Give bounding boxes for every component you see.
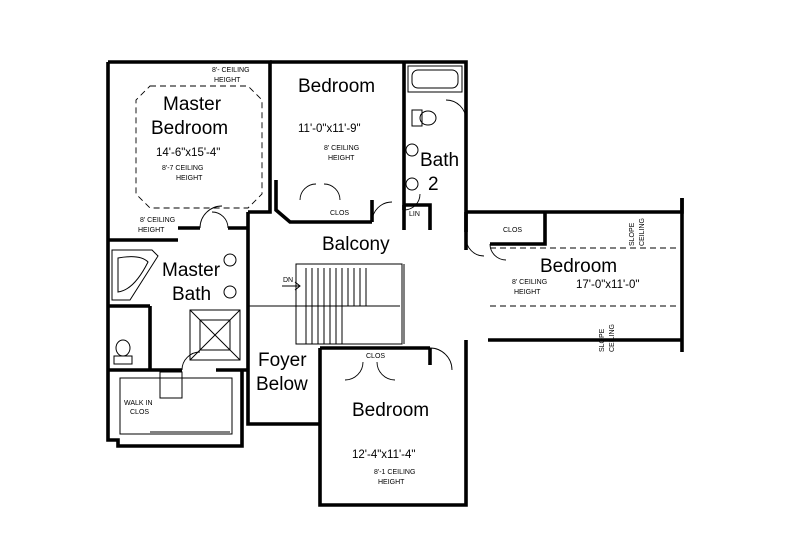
master-ceiling-bottom-2: HEIGHT (138, 227, 165, 234)
bedroom-top-dimensions: 11'-0"x11'-9" (298, 123, 361, 135)
bedroom-bottom-ceiling-1: 8'-1 CEILING (374, 469, 415, 476)
foyer-title-1: Foyer (258, 350, 307, 371)
corner-tub-icon (111, 249, 159, 301)
bedroom-right-dimensions: 17'-0"x11'-0" (576, 279, 640, 291)
bedroom-top-ceiling-1: 8' CEILING (324, 145, 359, 152)
master-bedroom-title-2: Bedroom (151, 118, 228, 139)
walk-in-closet-2: CLOS (130, 409, 149, 416)
bedroom-right-ceiling-2: HEIGHT (514, 289, 541, 296)
master-ceiling-tray-2: HEIGHT (176, 175, 203, 182)
foyer-title-2: Below (256, 374, 308, 395)
stair-down-label: DN (283, 277, 293, 284)
bedroom-top-title: Bedroom (298, 76, 375, 97)
bedroom-right-closet: CLOS (503, 227, 522, 234)
interior-walls (108, 180, 547, 424)
toilet-icon-bath2 (411, 109, 437, 127)
tray-ceiling-outline (135, 85, 263, 209)
slope-bottom-1: SLOPE (599, 328, 606, 352)
master-ceiling-bottom-1: 8' CEILING (140, 217, 175, 224)
stair-treads (296, 268, 400, 344)
slope-bottom-2: CEILING (609, 324, 616, 352)
bedroom-right-ceiling-1: 8' CEILING (512, 279, 547, 286)
master-ceiling-tray-1: 8'-7 CEILING (162, 165, 203, 172)
slope-top-2: CEILING (639, 218, 646, 246)
closet-shelf (119, 377, 233, 435)
master-ceiling-top-1: 8'- CEILING (212, 67, 250, 74)
bath2-title-1: Bath (420, 150, 459, 171)
bedroom-bottom-ceiling-2: HEIGHT (378, 479, 405, 486)
bedroom-bottom-title: Bedroom (352, 400, 429, 421)
master-bedroom-title-1: Master (163, 94, 222, 115)
bedroom-top-closet: CLOS (330, 210, 349, 217)
bedroom-bottom-closet: CLOS (366, 353, 385, 360)
door-swings (181, 99, 507, 381)
master-bath-title-1: Master (162, 260, 221, 281)
bath2-linen: LIN (409, 211, 420, 218)
slope-top-1: SLOPE (629, 222, 636, 246)
bathtub-icon (407, 65, 463, 93)
sink-icons-bath2 (405, 143, 419, 191)
exterior-walls (106, 60, 684, 507)
toilet-icon-master (113, 339, 133, 365)
bath2-title-2: 2 (428, 174, 439, 195)
master-bath-title-2: Bath (172, 284, 211, 305)
bedroom-right-title: Bedroom (540, 256, 617, 277)
master-ceiling-top-2: HEIGHT (214, 77, 241, 84)
sink-icons-master (223, 253, 237, 299)
walk-in-closet-1: WALK IN (124, 400, 153, 407)
master-bedroom-dimensions: 14'-6"x15'-4" (156, 147, 220, 159)
bedroom-bottom-dimensions: 12'-4"x11'-4" (352, 449, 416, 461)
bedroom-top-ceiling-2: HEIGHT (328, 155, 355, 162)
balcony-title: Balcony (322, 234, 390, 255)
room-labels: 8'- CEILING HEIGHT Master Bedroom 14'-6"… (124, 67, 646, 486)
detail-lines (111, 65, 680, 435)
